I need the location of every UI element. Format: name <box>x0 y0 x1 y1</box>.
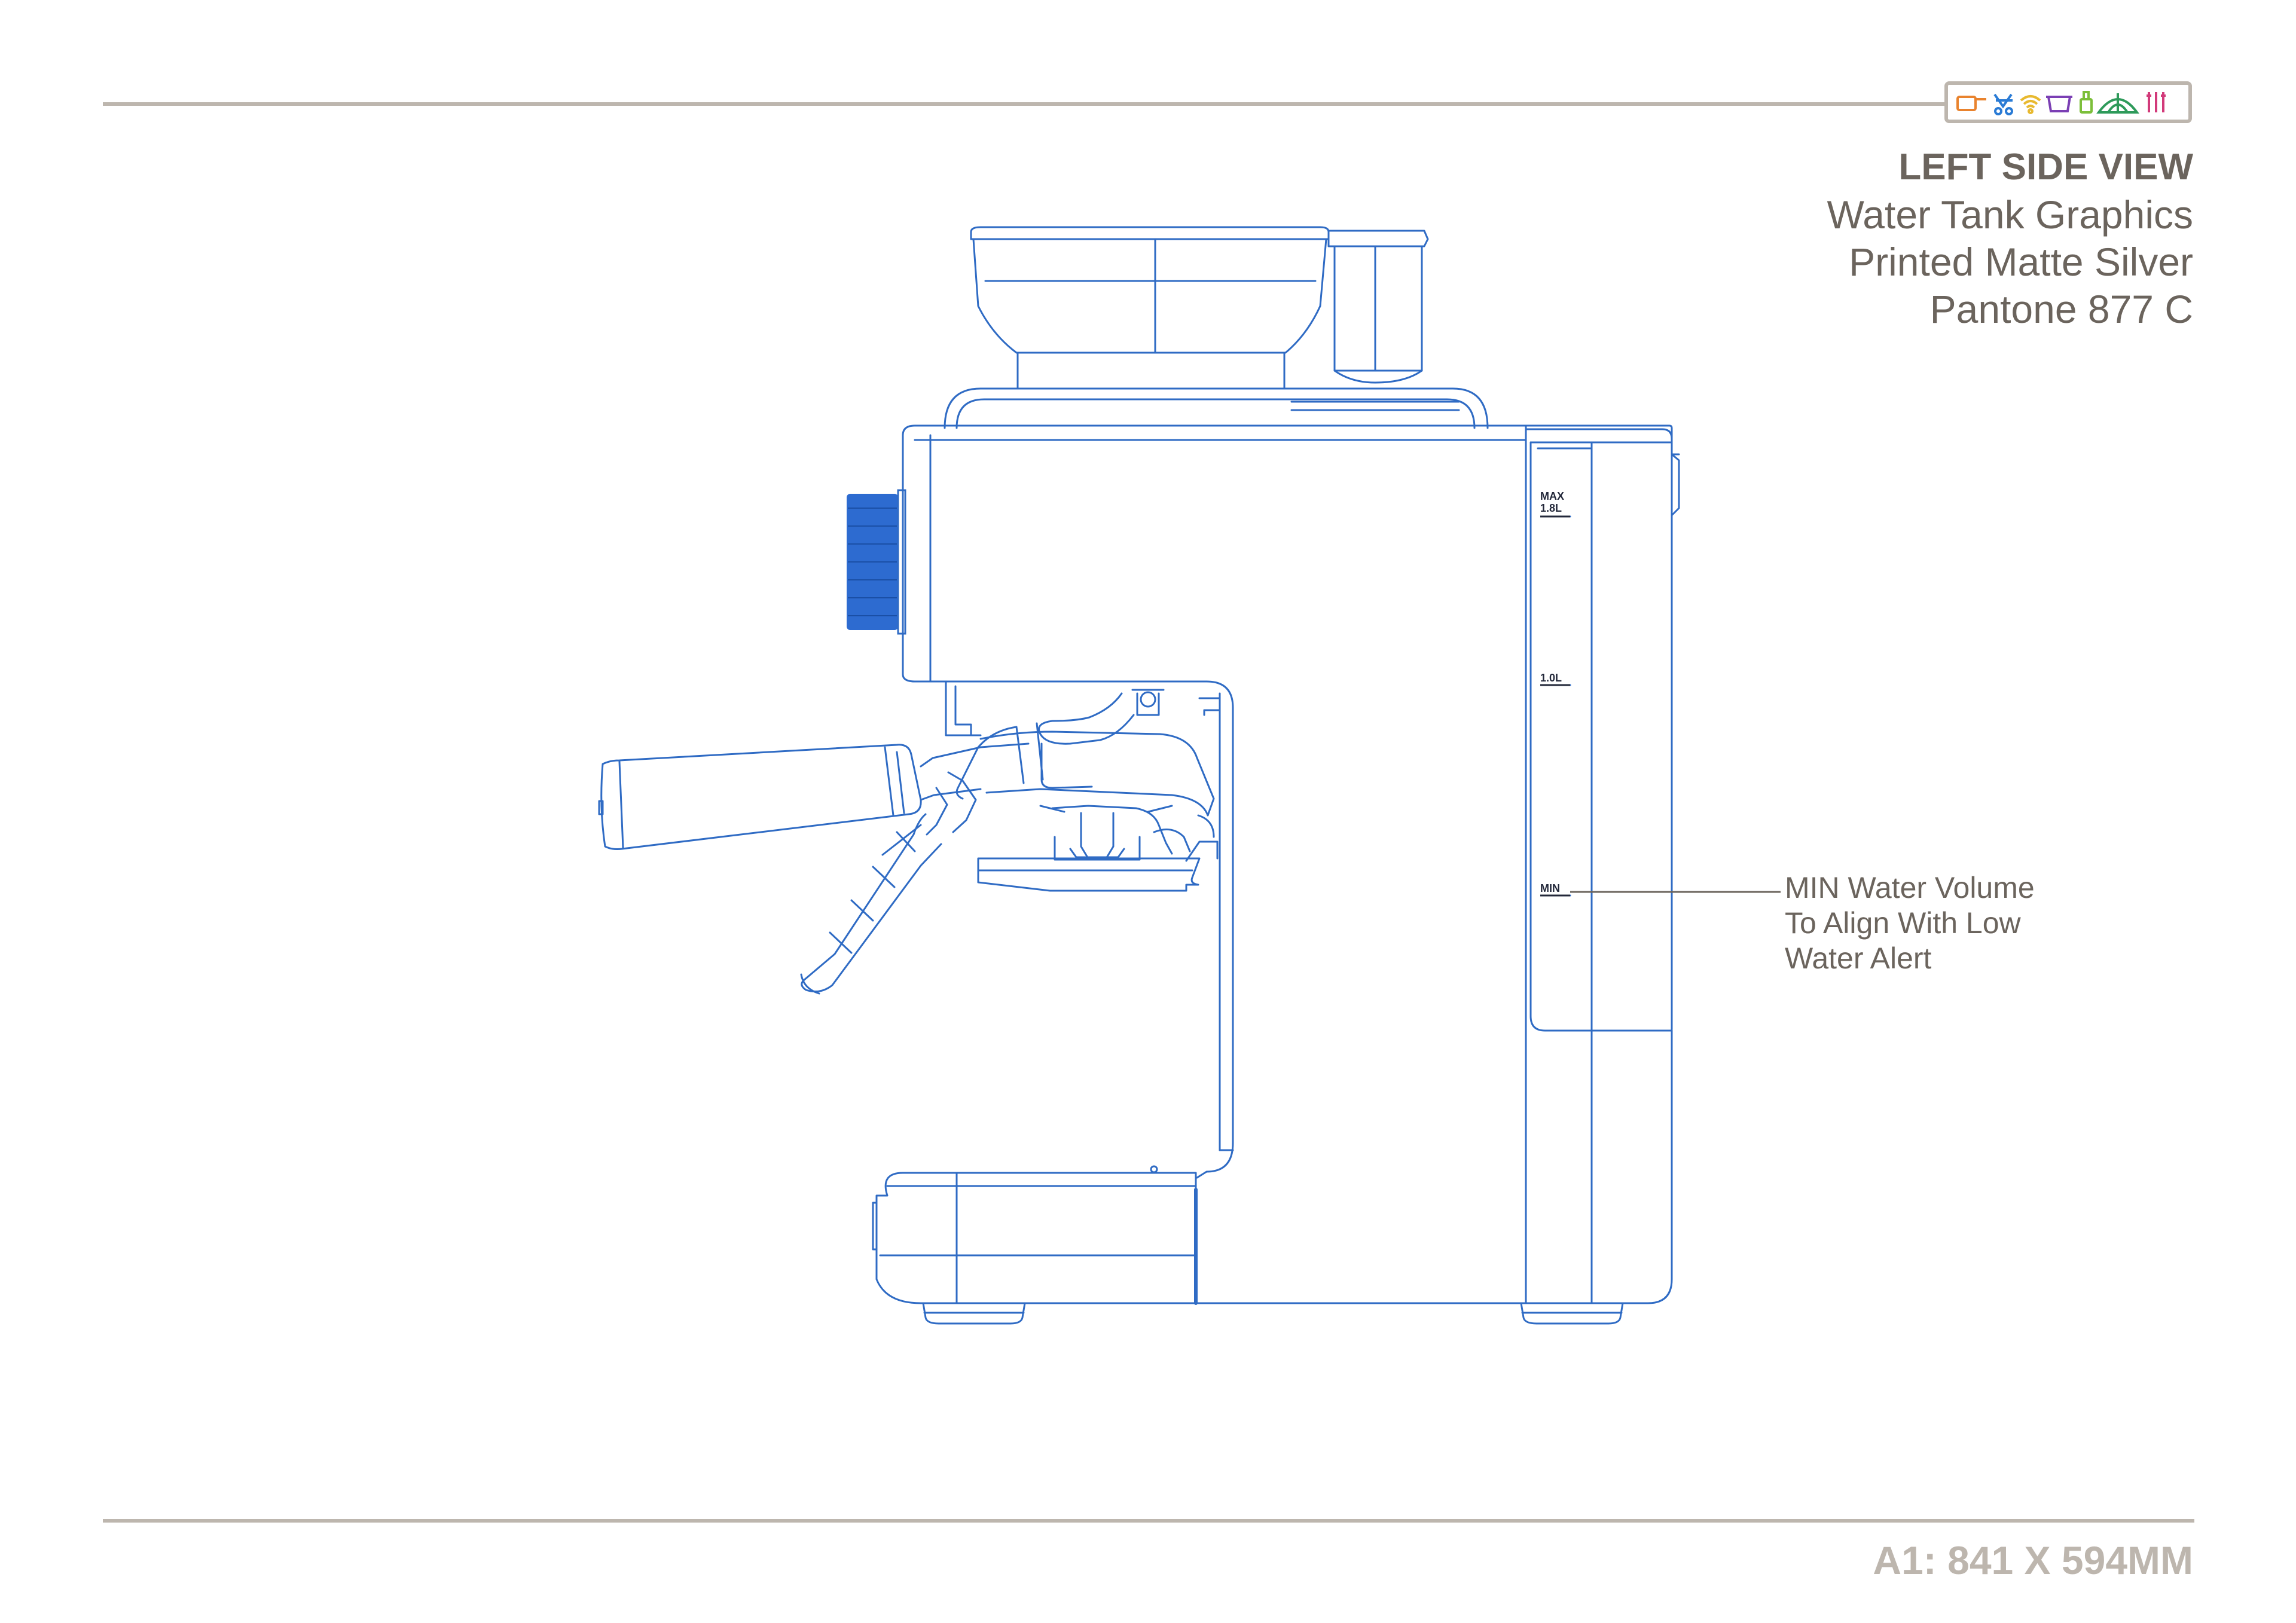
pantone-spec: Pantone 877 C <box>1929 287 2193 331</box>
stroller-icon <box>1993 93 2013 115</box>
upper-body <box>902 424 1673 1304</box>
callout-line-1: MIN Water Volume <box>1785 871 2035 904</box>
graphics-title: Water Tank Graphics <box>1827 192 2193 237</box>
min-water-callout: MIN Water Volume To Align With Low Water… <box>1785 870 2035 976</box>
max-volume-label: 1.8L <box>1540 502 1562 514</box>
bbq-tools-icon <box>2147 92 2166 112</box>
top-rule <box>103 102 1949 106</box>
water-tank <box>1525 428 1680 1304</box>
steam-pipe <box>955 689 1165 800</box>
mid-volume-label: 1.0L <box>1540 672 1562 684</box>
min-mark-label: MIN <box>1540 882 1560 894</box>
callout-line-3: Water Alert <box>1785 942 1932 975</box>
max-mark-label: MAX <box>1540 490 1564 502</box>
portafilter-handle <box>598 742 1030 850</box>
bean-hopper <box>944 226 1489 429</box>
bottle-icon <box>2080 91 2093 114</box>
rear-column <box>1187 1029 1673 1304</box>
grind-dial <box>847 489 906 635</box>
callout-line-2: To Align With Low <box>1785 906 2021 940</box>
group-column <box>930 680 1234 1179</box>
feet <box>922 1302 1624 1325</box>
title-block: LEFT SIDE VIEW Water Tank Graphics Print… <box>1827 143 2193 333</box>
view-title: LEFT SIDE VIEW <box>1898 146 2193 188</box>
drip-tray <box>872 1165 1198 1305</box>
steam-wand <box>800 771 977 995</box>
saucepan-icon <box>1956 96 1986 111</box>
cup-platform <box>977 840 1219 892</box>
tent-icon <box>2096 93 2139 114</box>
category-icon-strip <box>1944 81 2192 123</box>
bottom-rule <box>103 1519 2194 1523</box>
group-head <box>979 730 1215 861</box>
wifi-icon <box>2020 95 2041 114</box>
paper-size-label: A1: 841 X 594MM <box>1873 1538 2193 1582</box>
grind-bin <box>1327 230 1429 384</box>
pot-icon <box>2046 96 2072 112</box>
finish-spec: Printed Matte Silver <box>1849 240 2193 284</box>
